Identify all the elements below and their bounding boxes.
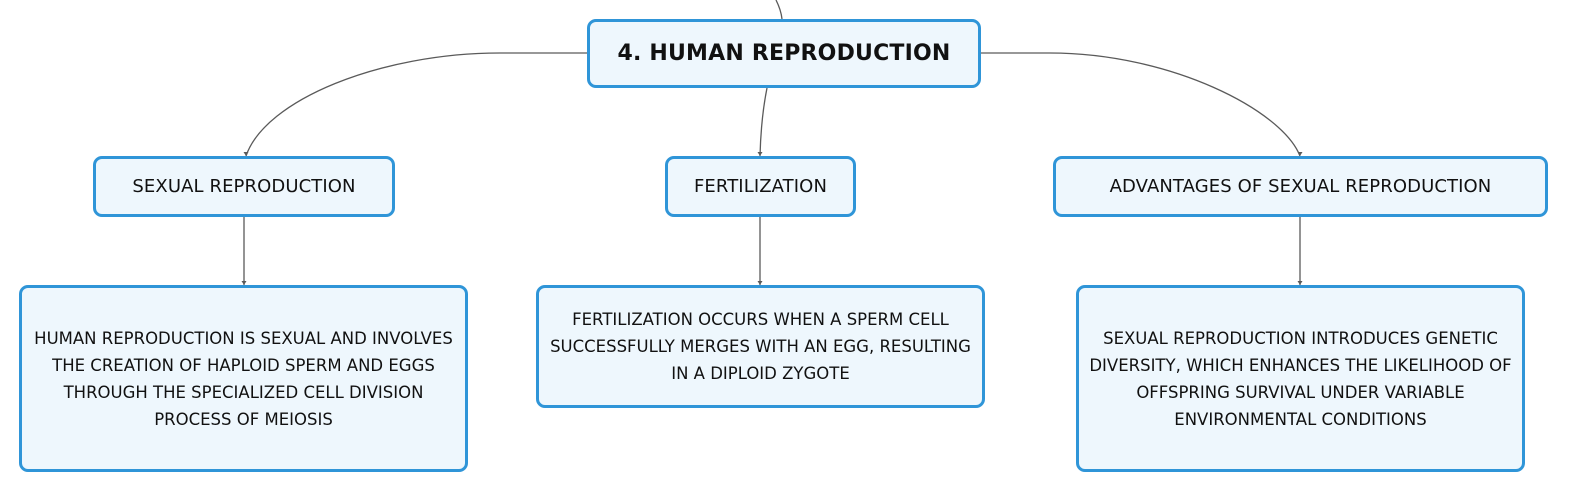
- connector-parent-to-root: [775, 0, 783, 20]
- arrowhead-fertilization: [757, 152, 763, 156]
- arrowhead-detail-2: [757, 281, 763, 285]
- connector-root-to-fertilization: [759, 87, 768, 157]
- arrowhead-detail-3: [1297, 281, 1303, 285]
- connector-root-to-advantages: [981, 52, 1301, 157]
- topic-node-sexual-reproduction[interactable]: SEXUAL REPRODUCTION: [93, 156, 395, 217]
- arrowhead-sexual-reproduction: [243, 152, 249, 156]
- topic-node-label: ADVANTAGES OF SEXUAL REPRODUCTION: [1109, 176, 1492, 197]
- detail-node-text: FERTILIZATION OCCURS WHEN A SPERM CELL S…: [550, 310, 971, 383]
- detail-node-text: HUMAN REPRODUCTION IS SEXUAL AND INVOLVE…: [34, 328, 453, 429]
- detail-node-fertilization[interactable]: FERTILIZATION OCCURS WHEN A SPERM CELL S…: [536, 285, 985, 408]
- topic-node-advantages[interactable]: ADVANTAGES OF SEXUAL REPRODUCTION: [1053, 156, 1548, 217]
- connector-root-to-sexual-reproduction: [245, 52, 587, 157]
- root-node-label: 4. HUMAN REPRODUCTION: [617, 41, 951, 66]
- topic-node-label: SEXUAL REPRODUCTION: [132, 176, 356, 197]
- detail-node-sexual-reproduction[interactable]: HUMAN REPRODUCTION IS SEXUAL AND INVOLVE…: [19, 285, 468, 472]
- arrowhead-detail-1: [241, 281, 247, 285]
- arrowhead-advantages: [1297, 152, 1303, 156]
- topic-node-label: FERTILIZATION: [693, 176, 828, 197]
- detail-node-advantages[interactable]: SEXUAL REPRODUCTION INTRODUCES GENETIC D…: [1076, 285, 1525, 472]
- detail-node-text: SEXUAL REPRODUCTION INTRODUCES GENETIC D…: [1089, 328, 1512, 429]
- topic-node-fertilization[interactable]: FERTILIZATION: [665, 156, 856, 217]
- root-node[interactable]: 4. HUMAN REPRODUCTION: [587, 19, 981, 88]
